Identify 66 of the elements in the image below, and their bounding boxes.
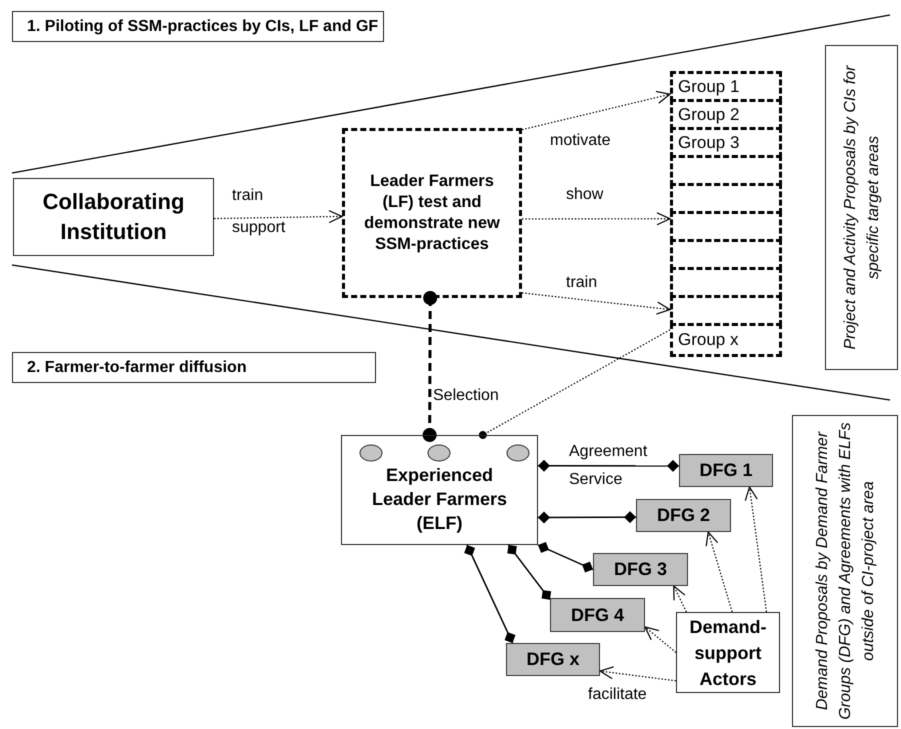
arrow	[522, 90, 671, 130]
group-box	[679, 454, 773, 487]
box-text: Group 2	[678, 104, 740, 124]
note-box	[825, 45, 898, 370]
group-cell	[670, 211, 782, 242]
box-text: Collaborating Institution	[42, 188, 186, 246]
arrow	[599, 666, 676, 682]
group-cell	[670, 71, 782, 102]
group-box	[550, 598, 645, 632]
arrow	[744, 486, 768, 612]
connector	[538, 460, 679, 472]
connector	[507, 544, 552, 600]
edge-label: motivate	[550, 132, 612, 150]
connector	[478, 329, 670, 439]
group-box	[593, 553, 688, 586]
group-cell	[670, 155, 782, 186]
group-box	[506, 643, 600, 676]
group-cell	[670, 323, 782, 357]
box-text: 2. Farmer-to-farmer diffusion	[27, 358, 247, 376]
dashed-box	[342, 128, 522, 298]
box-text: Demand Proposals by Demand Farmer Groups (DFG) and Agreements with ELFs outside of CI-project area	[812, 421, 878, 722]
box-text: DFG x	[526, 649, 580, 670]
box-text: DFG 3	[614, 559, 667, 580]
group-cell	[670, 183, 782, 214]
note-box	[792, 415, 898, 727]
institution-box	[13, 178, 214, 256]
box-text: DFG 2	[656, 505, 710, 526]
box-text: DFG 4	[570, 604, 624, 626]
box-text: 1. Piloting of SSM-practices by CIs, LF and GF	[27, 18, 378, 36]
edge-label: show	[566, 186, 604, 204]
connector	[538, 542, 594, 573]
arrow	[522, 292, 671, 315]
arrow	[673, 585, 687, 612]
box-text: Leader Farmers (LF) test and demonstrate new SSM-practices	[363, 171, 501, 255]
box-text: Group 3	[678, 132, 740, 152]
connector	[422, 291, 438, 442]
group-cell	[670, 267, 782, 298]
group-cell	[670, 239, 782, 270]
edge-label: facilitate	[588, 686, 648, 704]
arrow	[644, 626, 676, 653]
ellipse-marker	[506, 444, 530, 462]
elf-box	[341, 435, 538, 545]
arrow	[214, 210, 343, 224]
edge-label: Selection	[433, 387, 500, 405]
actor-box	[676, 612, 780, 693]
edge-label: train	[566, 274, 598, 292]
section-heading-box	[12, 352, 376, 383]
arrow	[706, 531, 733, 612]
box-text: Group 1	[678, 76, 740, 96]
arrow	[522, 212, 671, 226]
group-cell	[670, 127, 782, 158]
box-text: Demand-support Actors	[688, 616, 768, 690]
box-text: Group x	[678, 330, 738, 350]
ellipse-marker	[359, 444, 383, 462]
edge-label: train support	[232, 186, 286, 238]
group-box	[636, 499, 731, 532]
box-text: Experienced Leader Farmers (ELF)	[370, 464, 508, 535]
section-heading-box	[12, 11, 384, 42]
ellipse-marker	[427, 444, 451, 462]
box-text: DFG 1	[699, 460, 752, 481]
group-cell	[670, 295, 782, 326]
edge-label: Agreement Service	[569, 442, 648, 490]
connector	[464, 544, 516, 644]
connector	[538, 511, 636, 524]
group-cell	[670, 99, 782, 130]
box-text: Project and Activity Proposals by CIs for specific target areas	[840, 64, 882, 352]
